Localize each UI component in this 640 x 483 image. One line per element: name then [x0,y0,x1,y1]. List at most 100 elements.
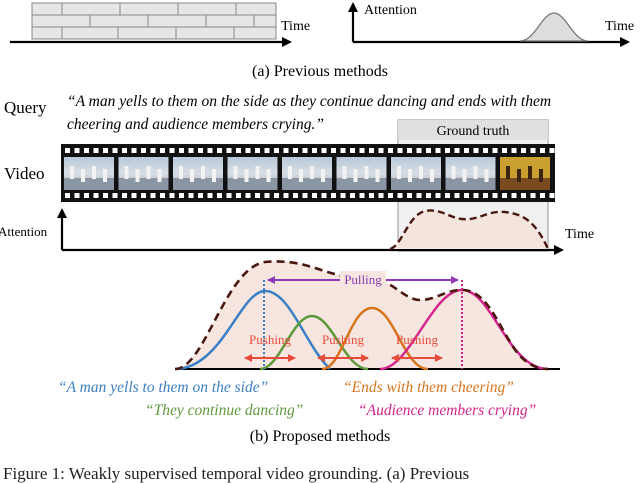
caption-b: (b) Proposed methods [250,428,390,445]
sprocket-hole [207,193,213,198]
sprocket-hole [255,148,260,153]
sprocket-hole [293,148,298,153]
sprocket-hole [179,193,184,198]
sprocket-hole [492,148,498,153]
sprocket-hole [473,193,479,198]
sprocket-hole [112,148,118,153]
sprocket-hole [359,148,365,153]
phrase-1: “A man yells to them on the side” [58,379,268,396]
sprocket-hole [274,193,279,198]
sprocket-hole [112,193,118,198]
sprocket-hole [369,148,374,153]
attention-label-a: Attention [364,3,417,18]
sprocket-hole [511,148,517,153]
sprocket-hole [388,193,393,198]
sprocket-hole [312,148,317,153]
proposed-attention-diagram: Pulling Pushing Pushing Pushing [174,260,560,371]
sprocket-hole [226,148,232,153]
sprocket-hole [150,193,156,198]
sprocket-hole [483,148,488,153]
sprocket-hole [350,193,355,198]
pulling-label-bg [340,271,386,287]
sprocket-hole [511,193,517,198]
phrase-4: “Audience members crying” [358,402,536,419]
sprocket-hole [454,193,460,198]
sprocket-hole [122,148,127,153]
sprocket-hole [236,148,241,153]
time-label-right: Time [605,19,634,34]
time-label-b: Time [565,227,594,242]
sprocket-hole [321,193,327,198]
sprocket-hole [549,193,555,198]
sprocket-hole [141,193,146,198]
sprocket-hole [540,193,545,198]
sprocket-hole [397,193,403,198]
video-frame [227,157,278,190]
attention-peak-a [519,12,589,42]
query-text-line1: “A man yells to them on the side as they… [67,93,551,110]
sprocket-hole [416,193,422,198]
sprocket-hole [217,193,222,198]
panel-b: Ground truth Query “A man yells to them … [0,93,594,445]
sprocket-hole [502,148,507,153]
sprocket-hole [502,193,507,198]
sprocket-hole [359,193,365,198]
film-frames [64,157,550,190]
sprocket-hole [65,193,70,198]
sprocket-hole [302,193,308,198]
pushing-label-2: Pushing [322,332,364,347]
sprocket-hole [407,148,412,153]
sprocket-hole [84,193,89,198]
sprocket-hole [369,193,374,198]
sprocket-hole [255,193,260,198]
sprocket-hole [103,148,108,153]
sprocket-hole [378,148,384,153]
sprocket-hole [84,148,89,153]
sprocket-hole [217,148,222,153]
sprocket-hole [521,193,526,198]
sprocket-hole [74,148,80,153]
sprocket-hole [521,148,526,153]
sprocket-hole [407,193,412,198]
sprocket-hole [65,148,70,153]
sprocket-hole [445,193,450,198]
sprocket-hole [464,193,469,198]
sprocket-hole [426,193,431,198]
video-frame [336,157,387,190]
video-frame [500,157,550,190]
sprocket-hole [122,193,127,198]
sprocket-hole [378,193,384,198]
sprocket-hole [131,193,137,198]
video-frame [173,157,223,190]
sprocket-hole [245,148,251,153]
sprocket-hole [74,193,80,198]
sprocket-hole [302,148,308,153]
sprocket-hole [188,148,194,153]
sprocket-hole [93,148,99,153]
sprocket-hole [454,148,460,153]
video-frame [282,157,332,190]
phrase-3: “Ends with them cheering” [343,379,514,396]
brick-blocks [31,2,277,40]
video-label: Video [4,164,45,183]
sprocket-hole [103,193,108,198]
sprocket-hole [416,148,422,153]
sprocket-hole [492,193,498,198]
sprocket-hole [236,193,241,198]
sprocket-hole [169,193,175,198]
sprocket-hole [245,193,251,198]
sprocket-hole [321,148,327,153]
attention-curve-b [389,209,550,251]
sprocket-hole [188,193,194,198]
sprocket-hole [312,193,317,198]
attention-curve-fill-b [390,210,548,249]
ground-truth-label: Ground truth [437,124,510,139]
film-strip [61,144,555,202]
sprocket-hole [141,148,146,153]
video-frame [391,157,441,190]
pushing-label-3: Pushing [396,332,438,347]
sprocket-hole [283,148,289,153]
video-frame [64,157,114,190]
sprocket-hole [264,148,270,153]
pulling-label: Pulling [344,272,382,287]
